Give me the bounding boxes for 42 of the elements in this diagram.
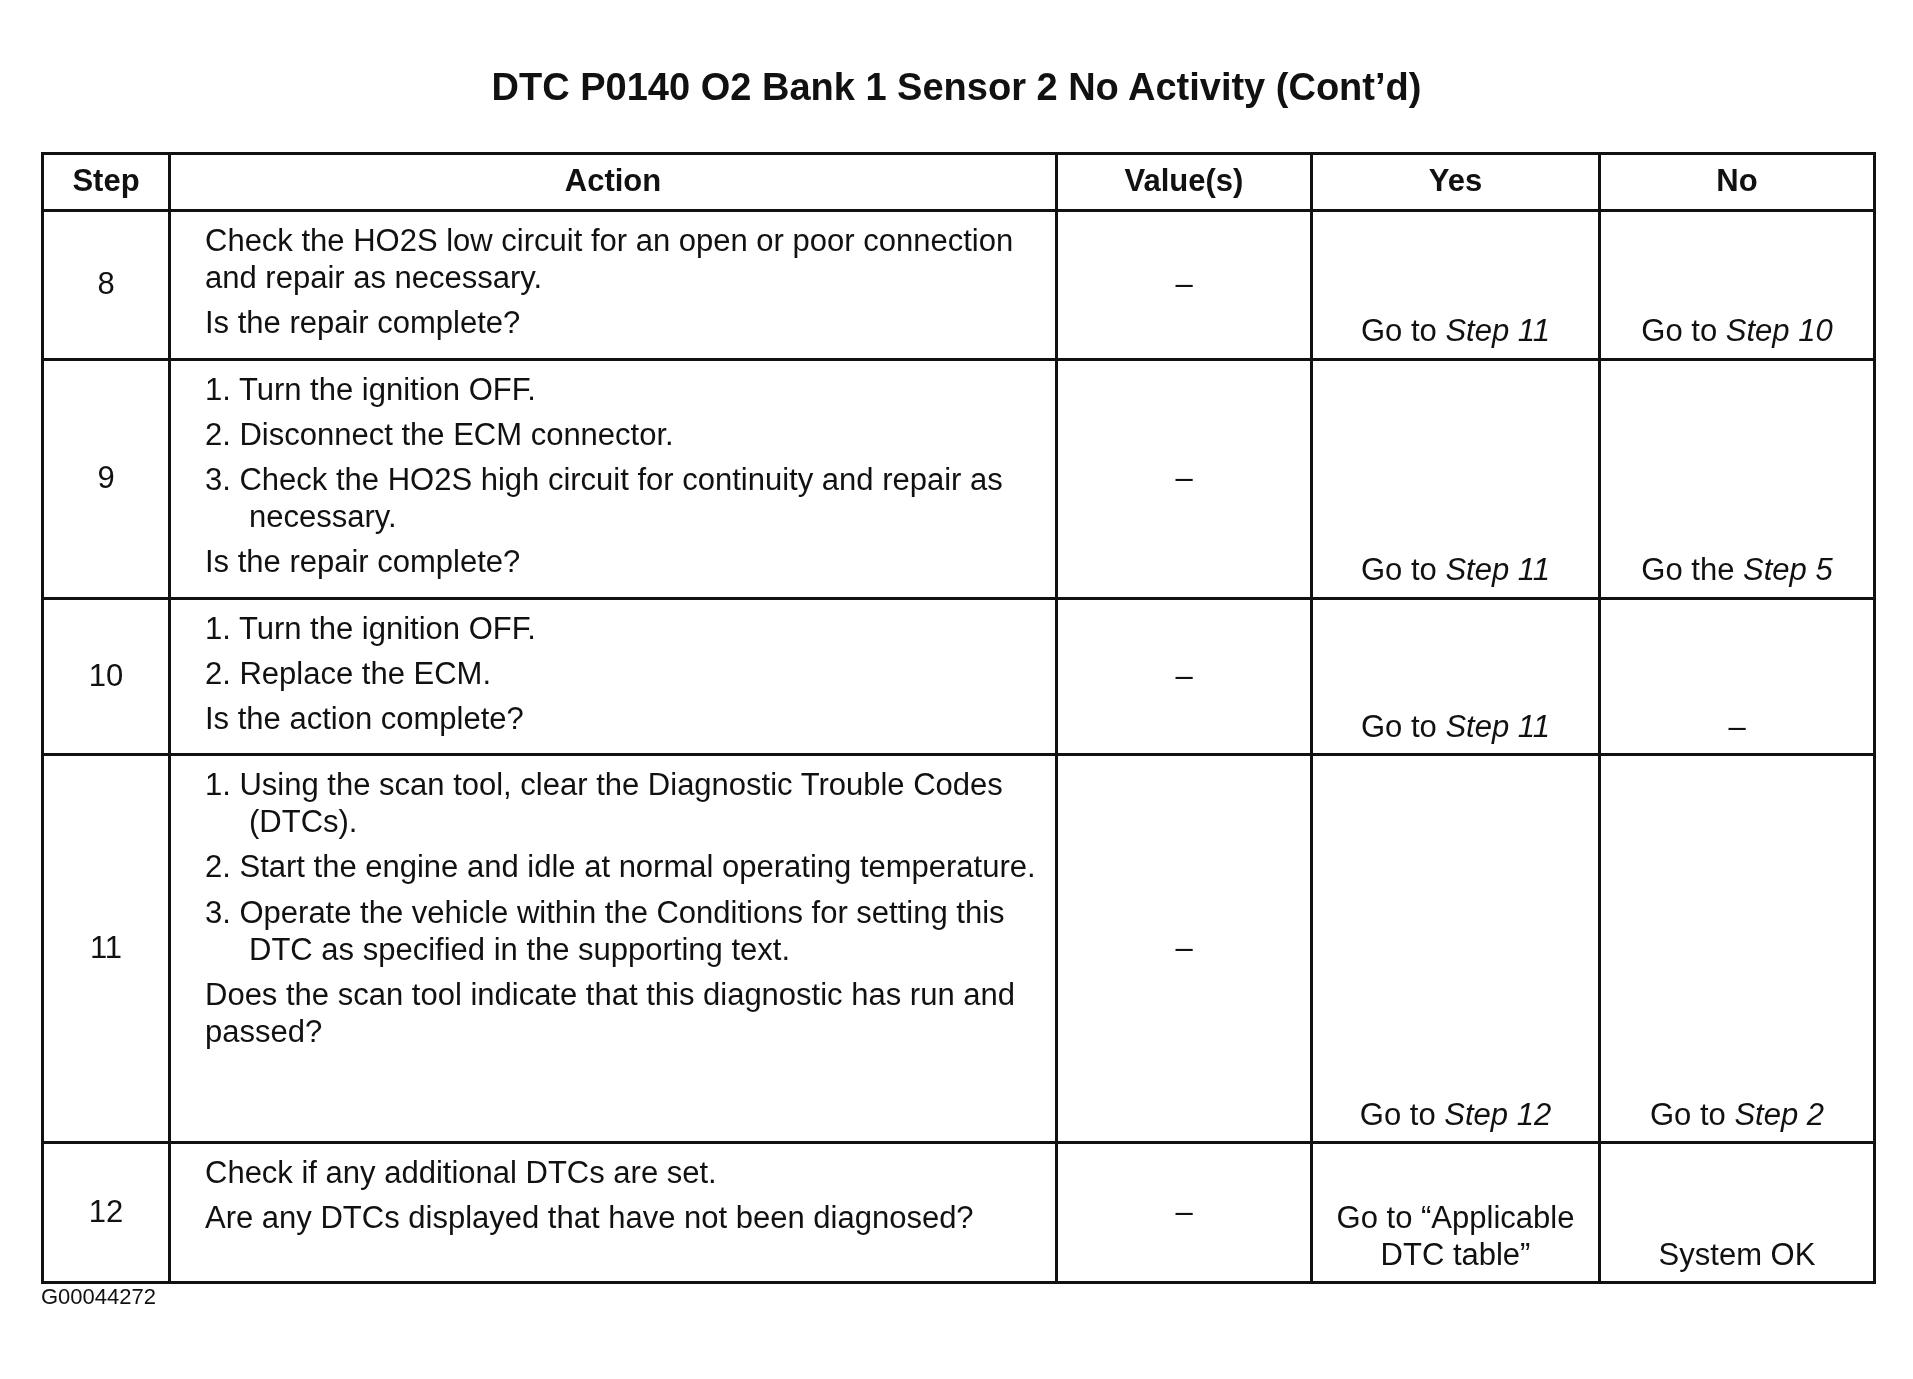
action-text: 1. Turn the ignition OFF. [205, 370, 537, 408]
step-number: 10 [88, 656, 124, 694]
result-text: Go to Step 2 [1649, 1095, 1825, 1134]
result-text: Go to Step 11 [1361, 551, 1550, 589]
value-text: – [1175, 656, 1193, 694]
action-text: 1. Turn the ignition OFF. [205, 609, 537, 647]
step-number: 12 [88, 1192, 124, 1231]
result-text: Go to Step 10 [1641, 312, 1833, 350]
value-text: – [1175, 265, 1193, 303]
result-text: Go the Step 5 [1641, 551, 1833, 589]
action-text: Is the repair complete? [205, 304, 522, 342]
value-text: – [1175, 1192, 1193, 1231]
action-text: Check the HO2S low circuit for an open or poor connection and repair as necessary. [205, 222, 1015, 297]
value-text: – [1175, 928, 1193, 967]
action-text: 3. Operate the vehicle within the Conditions for setting this DTC as specified in the supporting text. [205, 893, 1006, 968]
column-header: Value(s) [1124, 162, 1244, 200]
step-number: 8 [97, 265, 115, 303]
action-text: Is the repair complete? [205, 543, 522, 581]
column-header: Action [564, 162, 662, 200]
step-number: 11 [89, 928, 123, 967]
action-text: Are any DTCs displayed that have not been diagnosed? [205, 1199, 975, 1237]
column-header: No [1716, 162, 1758, 200]
action-text: Is the action complete? [205, 699, 525, 738]
result-text: System OK [1658, 1235, 1816, 1274]
result-text: – [1728, 707, 1746, 746]
action-text: 2. Replace the ECM. [205, 654, 493, 692]
result-text: Go to “Applicable DTC table” [1335, 1198, 1576, 1274]
action-text: 3. Check the HO2S high circuit for continuity and repair as necessary. [205, 460, 1004, 536]
step-number: 9 [97, 458, 115, 497]
action-text: Does the scan tool indicate that this diagnostic has run and passed? [205, 976, 1016, 1051]
table-title: DTC P0140 O2 Bank 1 Sensor 2 No Activity (Cont’d) [490, 66, 1423, 109]
column-header: Yes [1428, 162, 1483, 200]
action-text: Check if any additional DTCs are set. [205, 1154, 718, 1192]
action-text: 2. Disconnect the ECM connector. [205, 415, 675, 453]
result-text: Go to Step 11 [1361, 312, 1550, 350]
action-text: 2. Start the engine and idle at normal operating temperature. [205, 848, 1037, 886]
column-header: Step [72, 162, 140, 200]
figure-id: G00044272 [41, 1284, 156, 1310]
result-text: Go to Step 12 [1359, 1095, 1552, 1134]
value-text: – [1175, 458, 1193, 497]
result-text: Go to Step 11 [1361, 707, 1550, 746]
action-text: 1. Using the scan tool, clear the Diagnostic Trouble Codes (DTCs). [205, 766, 1004, 841]
